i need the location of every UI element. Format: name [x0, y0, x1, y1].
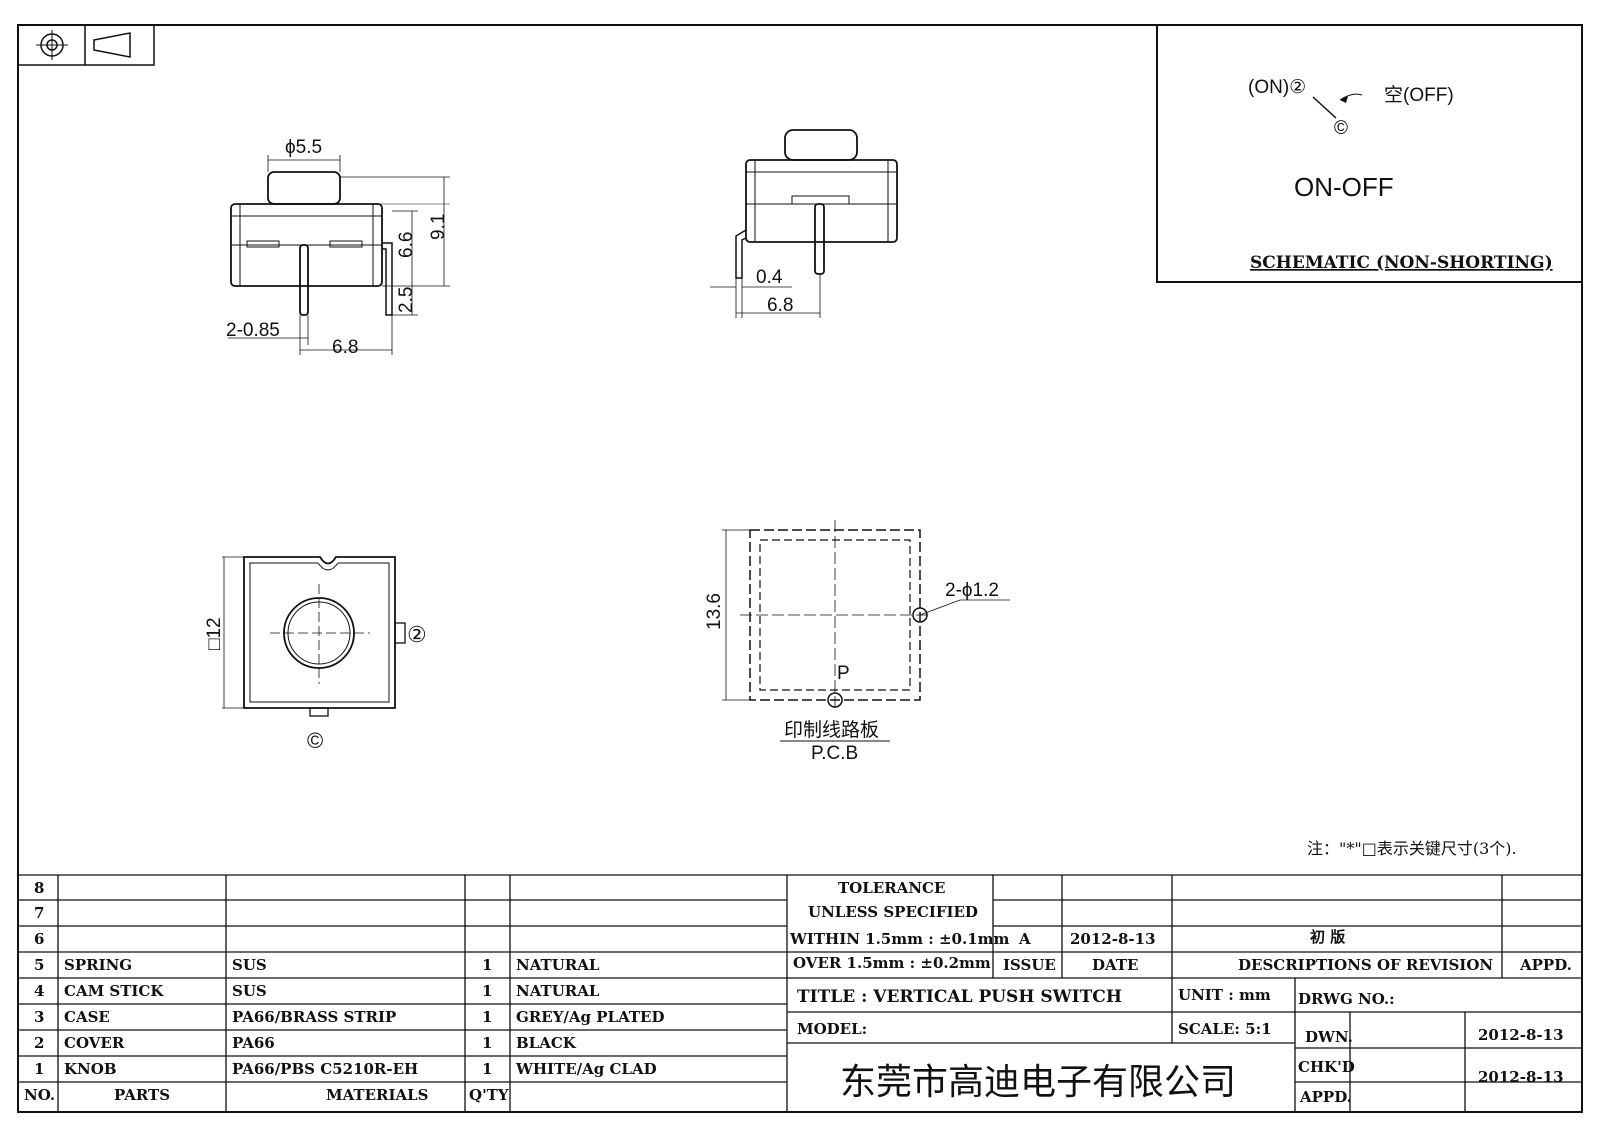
bom-part: COVER [64, 1034, 125, 1052]
revision-description: 初 版 [1310, 928, 1345, 946]
bom-row: 2 COVER PA66 1 BLACK [34, 1034, 577, 1052]
bom-row: 5 SPRING SUS 1 NATURAL [34, 956, 600, 974]
bom-qty: 1 [482, 1008, 492, 1026]
bom-row: 1 KNOB PA66/PBS C5210R-EH 1 WHITE/Ag CLA… [34, 1060, 657, 1078]
bom-no: 4 [34, 982, 44, 1000]
side-view [710, 129, 898, 318]
dim-pin-thickness: 0.4 [756, 267, 783, 288]
bom-header-materials: MATERIALS [326, 1086, 429, 1104]
revision-issue-header: ISSUE [1003, 956, 1056, 974]
pcb-view [722, 520, 1010, 742]
front-view [228, 155, 450, 355]
bom-finish: GREY/Ag PLATED [516, 1008, 665, 1026]
tolerance-line1: TOLERANCE [838, 879, 945, 897]
unit-label: UNIT : mm [1178, 986, 1271, 1004]
bom-part: CASE [64, 1008, 110, 1026]
bom-no: 1 [34, 1060, 44, 1078]
title-block-grid [787, 978, 1582, 1112]
revision-date-header: DATE [1092, 956, 1138, 974]
schematic-common-label: © [1334, 118, 1348, 139]
bom-no: 7 [34, 904, 44, 922]
key-dimension-note: 注："*"□表示关键尺寸(3个). [1307, 839, 1517, 858]
pcb-label-cn: 印制线路板 [784, 719, 879, 741]
pcb-label-en: P.C.B [811, 743, 858, 764]
bom-no: 6 [34, 930, 44, 948]
drwg-no-label: DRWG NO.: [1298, 990, 1395, 1008]
pcb-point-label: P [837, 663, 850, 684]
top-view [222, 556, 406, 717]
schematic-caption: SCHEMATIC (NON-SHORTING) [1250, 253, 1553, 273]
chkd-date: 2012-8-13 [1478, 1068, 1564, 1086]
scale-label: SCALE: 5:1 [1178, 1020, 1272, 1038]
bom-material: SUS [232, 982, 267, 1000]
bom-rows: 8 7 6 5 SPRING SUS 1 NATURAL 4 CAM STICK… [24, 879, 665, 1104]
bom-finish: NATURAL [516, 956, 600, 974]
appd-label: APPD. [1299, 1088, 1352, 1106]
bom-material: SUS [232, 956, 267, 974]
dim-square-size: □12 [204, 617, 225, 650]
bom-finish: BLACK [516, 1034, 577, 1052]
bom-finish: NATURAL [516, 982, 600, 1000]
bom-no: 5 [34, 956, 44, 974]
bom-row: 4 CAM STICK SUS 1 NATURAL [34, 982, 600, 1000]
projection-symbol-icon [17, 24, 155, 66]
bom-part: KNOB [64, 1060, 117, 1078]
schematic-box: (ON)② 空(OFF) © ON-OFF SCHEMATIC (NON-SHO… [1156, 24, 1583, 283]
bom-part: SPRING [64, 956, 132, 974]
tolerance-line2: UNLESS SPECIFIED [808, 903, 978, 921]
pinc-label: © [307, 728, 323, 753]
bom-no: 8 [34, 879, 44, 897]
bom-table-grid [18, 874, 788, 1112]
revision-grid [787, 874, 1582, 979]
bom-part: CAM STICK [64, 982, 164, 1000]
bom-material: PA66/PBS C5210R-EH [232, 1060, 418, 1078]
bom-qty: 1 [482, 982, 492, 1000]
bom-row: 6 [34, 930, 44, 948]
dim-pin-spacing-side: 6.8 [767, 295, 793, 316]
revision-issue: A [1018, 930, 1031, 948]
bom-row: 7 [34, 904, 44, 922]
bom-no: 3 [34, 1008, 44, 1026]
bom-qty: 1 [482, 1060, 492, 1078]
dwn-label: DWN. [1305, 1028, 1353, 1046]
bom-material: PA66/BRASS STRIP [232, 1008, 396, 1026]
bom-header: NO. PARTS MATERIALS Q'TY [24, 1086, 509, 1104]
bom-qty: 1 [482, 956, 492, 974]
dim-pcb-size: 13.6 [704, 593, 725, 630]
dim-pin-width: 2-0.85 [226, 320, 280, 341]
revision-date: 2012-8-13 [1070, 930, 1156, 948]
bom-finish: WHITE/Ag CLAD [515, 1060, 657, 1078]
bom-row: 3 CASE PA66/BRASS STRIP 1 GREY/Ag PLATED [34, 1008, 665, 1026]
dim-pin-spacing-front: 6.8 [332, 337, 358, 358]
schematic-off-label: 空(OFF) [1384, 84, 1454, 106]
schematic-mode: ON-OFF [1294, 172, 1394, 202]
dim-pcb-hole: 2-ϕ1.2 [945, 580, 999, 601]
bom-header-no: NO. [24, 1086, 55, 1104]
sheet-border [17, 24, 1583, 1113]
bom-material: PA66 [232, 1034, 275, 1052]
revision-desc-header: DESCRIPTIONS OF REVISION [1238, 956, 1493, 974]
bom-row: 8 [34, 879, 44, 897]
bom-header-parts: PARTS [114, 1086, 170, 1104]
chkd-label: CHK'D [1298, 1058, 1355, 1076]
model-label: MODEL: [797, 1020, 867, 1038]
bom-qty: 1 [482, 1034, 492, 1052]
revision-appd-header: APPD. [1519, 956, 1572, 974]
company-name: 东莞市高迪电子有限公司 [840, 1062, 1236, 1103]
tolerance-line3: WITHIN 1.5mm : ±0.1mm [789, 930, 1010, 948]
pin2-label: ② [407, 622, 427, 647]
dim-body-height: 6.6 [396, 232, 417, 258]
dim-height-total: 9.1 [428, 214, 449, 240]
schematic-on-label: (ON)② [1248, 77, 1306, 98]
drawing-title: TITLE : VERTICAL PUSH SWITCH [797, 987, 1122, 1007]
dim-knob-dia: ϕ5.5 [285, 137, 322, 158]
bom-no: 2 [34, 1034, 44, 1052]
dim-pin-length: 2.5 [396, 287, 417, 313]
dwn-date: 2012-8-13 [1478, 1026, 1564, 1044]
tolerance-line4: OVER 1.5mm : ±0.2mm [793, 954, 991, 972]
bom-header-qty: Q'TY [469, 1086, 509, 1104]
